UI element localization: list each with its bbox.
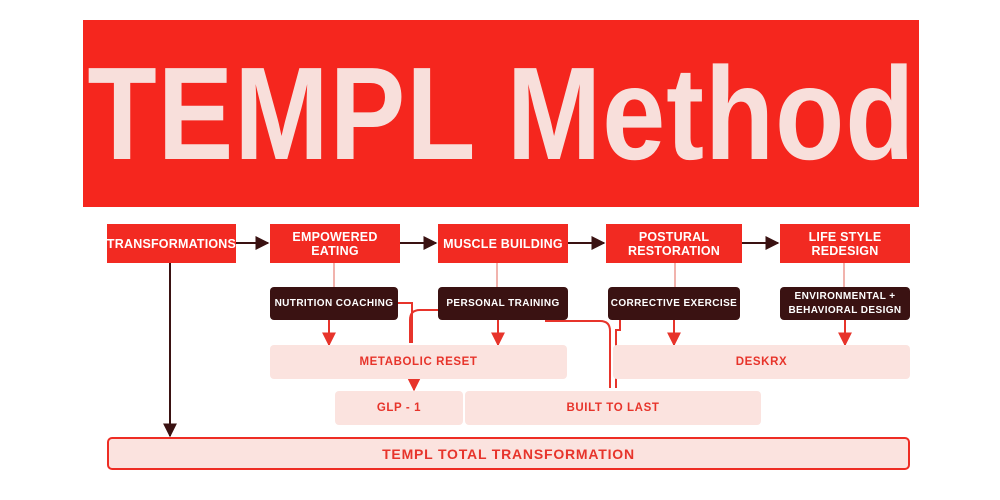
outcome-total-transformation: TEMPL TOTAL TRANSFORMATION [107, 437, 910, 470]
pillar-life-style-redesign: LIFE STYLE REDESIGN [780, 224, 910, 263]
program-glp-1: GLP - 1 [335, 391, 463, 425]
title-banner: TEMPL Method [83, 20, 919, 207]
pillar-label: EMPOWERED EATING [292, 229, 378, 258]
link-training-branch [409, 309, 440, 343]
program-label: GLP - 1 [376, 402, 422, 414]
pillar-label: POSTURAL RESTORATION [627, 229, 721, 258]
pillar-label: MUSCLE BUILDING [443, 236, 563, 251]
program-built-to-last: BUILT TO LAST [465, 391, 761, 425]
pillar-transformations: TRANSFORMATIONS [107, 224, 236, 263]
pillar-label: LIFE STYLE REDESIGN [808, 229, 882, 258]
program-label: BUILT TO LAST [566, 402, 660, 414]
pillar-label: TRANSFORMATIONS [106, 236, 237, 251]
method-label: CORRECTIVE EXERCISE [610, 297, 738, 309]
page-title: TEMPL Method [86, 39, 916, 187]
program-metabolic-reset: METABOLIC RESET [270, 345, 567, 379]
method-nutrition-coaching: NUTRITION COACHING [270, 287, 398, 320]
pillar-empowered-eating: EMPOWERED EATING [270, 224, 400, 263]
outcome-label: TEMPL TOTAL TRANSFORMATION [382, 445, 635, 462]
link-nutrition-branch [398, 302, 413, 343]
method-label: ENVIRONMENTAL + BEHAVIORAL DESIGN [788, 291, 902, 316]
method-environmental-behavioral-design: ENVIRONMENTAL + BEHAVIORAL DESIGN [780, 287, 910, 320]
pillar-muscle-building: MUSCLE BUILDING [438, 224, 568, 263]
pillar-postural-restoration: POSTURAL RESTORATION [606, 224, 742, 263]
program-deskrx: DESKRX [613, 345, 910, 379]
method-label: PERSONAL TRAINING [446, 297, 560, 309]
program-label: METABOLIC RESET [359, 356, 478, 368]
method-corrective-exercise: CORRECTIVE EXERCISE [608, 287, 740, 320]
method-personal-training: PERSONAL TRAINING [438, 287, 568, 320]
method-label: NUTRITION COACHING [274, 297, 394, 309]
program-label: DESKRX [735, 356, 788, 368]
